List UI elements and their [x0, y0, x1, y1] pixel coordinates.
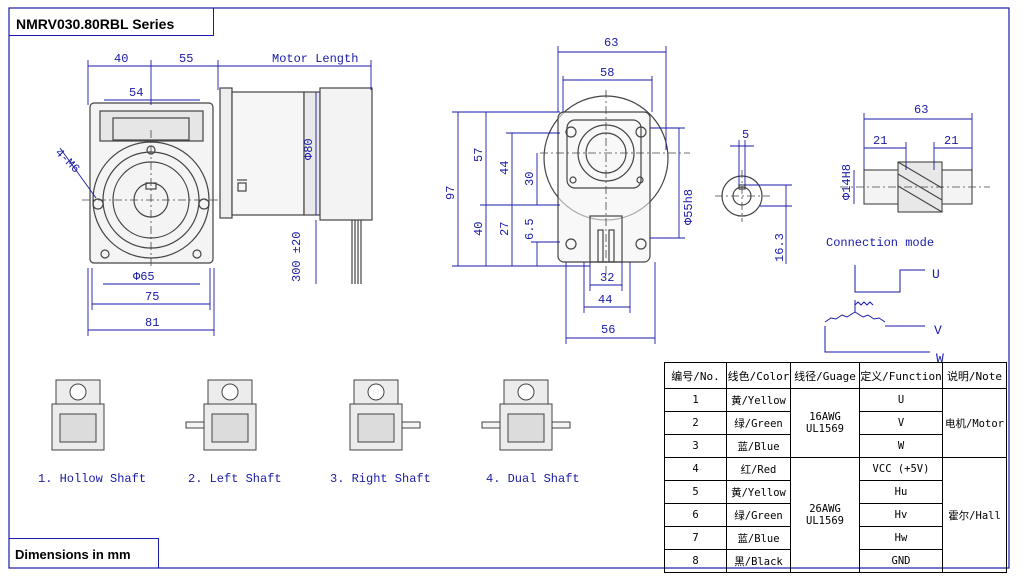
cell-no: 1 — [664, 388, 727, 412]
cell-color: 黄/Yellow — [726, 480, 791, 504]
table-row: 8 黑/Black GND — [664, 549, 1007, 573]
dim-side-27: 27 — [498, 222, 512, 236]
table-row: 7 蓝/Blue Hw — [664, 526, 1007, 550]
units-note: Dimensions in mm — [9, 538, 159, 568]
drawing-title: NMRV030.80RBL Series — [9, 8, 214, 36]
motor-body — [219, 87, 233, 219]
dim-54: 54 — [129, 86, 143, 100]
cell-color: 绿/Green — [726, 503, 791, 527]
shaft-dimensions — [730, 140, 792, 264]
dim-d80: Φ80 — [302, 138, 316, 160]
cell-color: 蓝/Blue — [726, 434, 791, 458]
phase-diagram — [824, 265, 930, 353]
dim-conn-63: 63 — [914, 103, 928, 117]
dim-shaft-5: 5 — [742, 128, 749, 142]
variant-label-1: 1. Hollow Shaft — [38, 472, 146, 486]
dim-4-m6: 4-M6 — [52, 146, 82, 176]
variant-right-icon — [349, 379, 421, 451]
cell-function: W — [859, 434, 943, 458]
cell-function: U — [859, 388, 943, 412]
cell-color: 绿/Green — [726, 411, 791, 435]
header-no: 编号/No. — [664, 362, 727, 389]
side-dim-labels: 63 58 97 57 44 30 40 27 6.5 Φ55h8 32 44 … — [444, 36, 696, 337]
cell-no: 7 — [664, 526, 727, 550]
phase-u: U — [932, 267, 940, 282]
cell-gauge-hall: 26AWG UL1569 — [790, 457, 860, 573]
dim-conn-d14: Φ14H8 — [840, 164, 854, 200]
cell-color: 黄/Yellow — [726, 388, 791, 412]
side-dimensions — [452, 46, 685, 344]
dim-conn-21a: 21 — [873, 134, 887, 148]
dim-side-56: 56 — [601, 323, 615, 337]
variant-label-4: 4. Dual Shaft — [486, 472, 580, 486]
variant-hollow-icon — [51, 379, 105, 451]
cell-gauge-motor: 16AWG UL1569 — [790, 388, 860, 458]
phase-w: W — [936, 351, 944, 366]
dim-shaft-16-3: 16.3 — [773, 233, 787, 262]
cell-no: 6 — [664, 503, 727, 527]
dim-side-32: 32 — [600, 271, 614, 285]
cell-no: 2 — [664, 411, 727, 435]
cell-note-motor: 电机/Motor — [942, 388, 1007, 458]
table-row: 5 黄/Yellow Hu — [664, 480, 1007, 504]
dim-d65: Φ65 — [133, 270, 155, 284]
front-view — [82, 87, 373, 284]
dim-81: 81 — [145, 316, 159, 330]
cell-color: 红/Red — [726, 457, 791, 481]
variant-left-icon — [185, 379, 257, 451]
border-frame — [8, 7, 1010, 569]
dim-40: 40 — [114, 52, 128, 66]
connection-dimensions — [853, 113, 973, 204]
dim-300: 300 ±20 — [290, 232, 304, 282]
wire-table-header: 编号/No. 线色/Color 线径/Guage 定义/Function 说明/… — [664, 362, 1007, 389]
dim-side-57: 57 — [472, 148, 486, 162]
cell-no: 4 — [664, 457, 727, 481]
header-color: 线色/Color — [726, 362, 791, 389]
cell-no: 8 — [664, 549, 727, 573]
dim-conn-21b: 21 — [944, 134, 958, 148]
header-note: 说明/Note — [942, 362, 1007, 389]
wire-table: 编号/No. 线色/Color 线径/Guage 定义/Function 说明/… — [664, 362, 1007, 573]
cell-function: GND — [859, 549, 943, 573]
cell-function: VCC (+5V) — [859, 457, 943, 481]
variant-icons — [51, 379, 571, 451]
connection-view — [840, 161, 990, 213]
dim-side-58: 58 — [600, 66, 614, 80]
table-row: 4 红/Red 26AWG UL1569 VCC (+5V) 霍尔/Hall — [664, 457, 1007, 573]
dim-motor-length: Motor Length — [272, 52, 358, 66]
cell-function: Hw — [859, 526, 943, 550]
dim-55: 55 — [179, 52, 193, 66]
dim-side-97: 97 — [444, 186, 458, 200]
cell-color: 蓝/Blue — [726, 526, 791, 550]
side-view — [540, 90, 690, 275]
header-function: 定义/Function — [859, 362, 943, 389]
variant-label-3: 3. Right Shaft — [330, 472, 431, 486]
dim-side-44b: 44 — [598, 293, 612, 307]
front-dimensions — [59, 60, 372, 336]
variant-dual-icon — [481, 379, 571, 451]
shaft-hole-view — [715, 170, 770, 222]
dim-side-30: 30 — [523, 172, 537, 186]
table-row: 3 蓝/Blue W — [664, 434, 1007, 458]
dim-side-63: 63 — [604, 36, 618, 50]
cell-note-hall: 霍尔/Hall — [942, 457, 1007, 573]
cell-no: 5 — [664, 480, 727, 504]
cell-no: 3 — [664, 434, 727, 458]
variant-labels: 1. Hollow Shaft 2. Left Shaft 3. Right S… — [38, 472, 580, 486]
cell-function: Hv — [859, 503, 943, 527]
cell-function: V — [859, 411, 943, 435]
dim-side-44: 44 — [498, 161, 512, 175]
dim-side-6-5: 6.5 — [523, 218, 537, 240]
connection-caption: Connection mode — [826, 236, 934, 250]
dim-side-40: 40 — [472, 222, 486, 236]
dim-75: 75 — [145, 290, 159, 304]
header-gauge: 线径/Guage — [790, 362, 860, 389]
cell-function: Hu — [859, 480, 943, 504]
phase-v: V — [934, 323, 942, 338]
table-row: 1 黄/Yellow 16AWG UL1569 U 电机/Motor — [664, 388, 1007, 458]
dim-side-d55: Φ55h8 — [682, 189, 696, 225]
variant-label-2: 2. Left Shaft — [188, 472, 282, 486]
cell-color: 黑/Black — [726, 549, 791, 573]
